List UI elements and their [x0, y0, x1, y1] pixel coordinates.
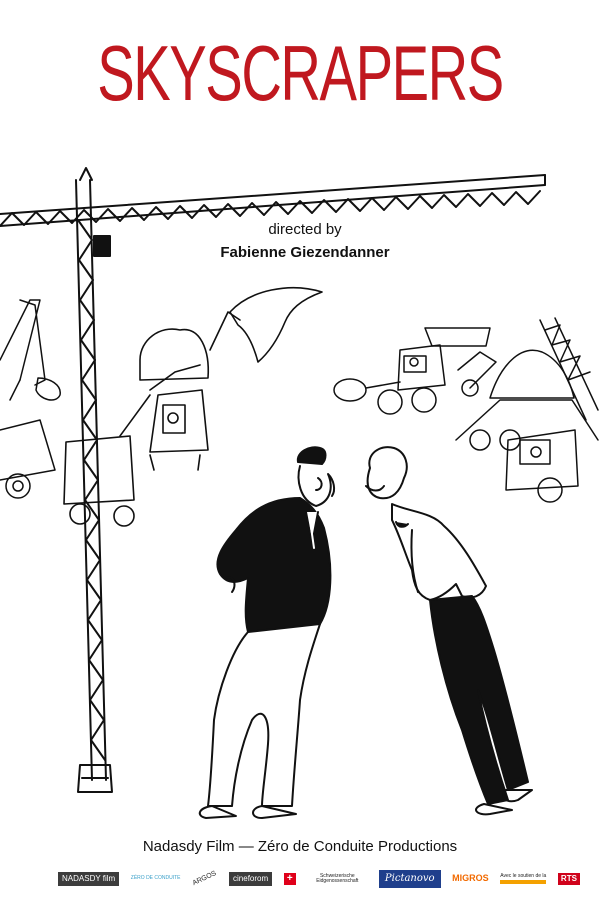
federal-office-text: Schweizerische Eidgenossenschaft	[316, 872, 359, 884]
zero-de-conduite-logo: ZÉRO DE CONDUITE	[130, 875, 181, 882]
animation-logo: ARGOS	[191, 870, 218, 888]
crane-jib	[0, 174, 546, 227]
man-in-black-suit	[198, 446, 336, 819]
avec-le-soutien-logo: Avec le soutien de la	[500, 874, 547, 884]
rts-logo: RTS	[557, 872, 580, 886]
sponsor-logos: NADASDY film ZÉRO DE CONDUITE ARGOS cine…	[58, 862, 580, 896]
right-machines	[333, 317, 599, 503]
nadasdy-logo: NADASDY film	[58, 871, 120, 887]
poster-title: SKYSCRAPERS	[97, 29, 504, 117]
cineforom-logo: cineforom	[229, 871, 273, 887]
pictanovo-logo: Pictanovo	[378, 869, 441, 889]
man-in-white-shirt	[365, 446, 533, 816]
migros-logo: MIGROS	[452, 873, 489, 884]
directed-by-label: directed by	[268, 221, 342, 238]
swiss-federal-logo: +	[283, 873, 296, 885]
crane-mast	[75, 167, 113, 793]
director-name: Fabienne Giezendanner	[220, 244, 390, 261]
production-credits: Nadasdy Film — Zéro de Conduite Producti…	[142, 838, 458, 855]
left-machines	[0, 299, 61, 499]
excavator	[63, 286, 323, 527]
